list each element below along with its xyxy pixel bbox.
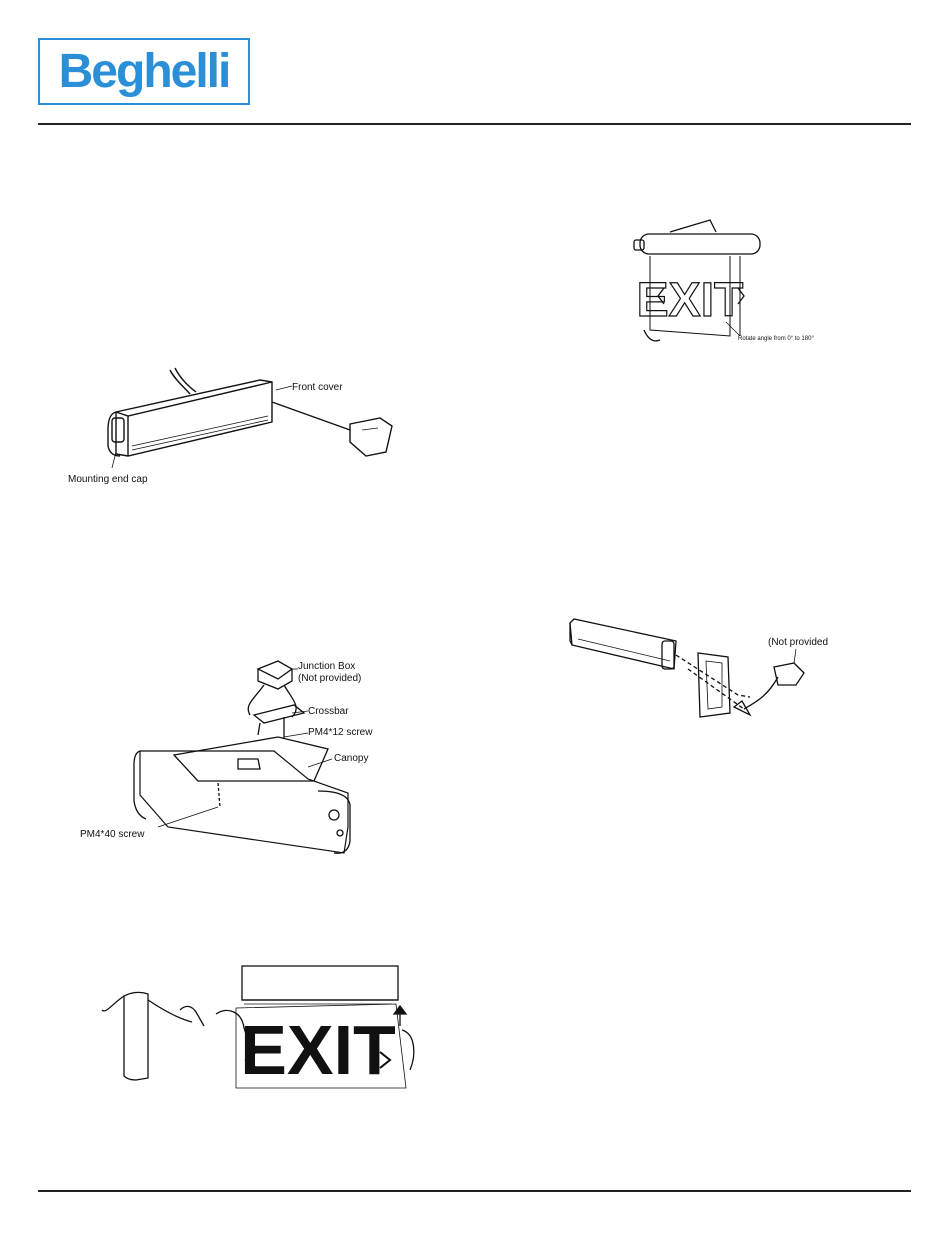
label-wall-not-provided: (Not provided) (768, 637, 828, 648)
label-canopy: Canopy (334, 753, 368, 764)
footer-divider (38, 1190, 911, 1192)
label-crossbar: Crossbar (308, 706, 349, 717)
label-rotate-angle: Rotate angle from 0° to 180° (738, 336, 814, 342)
brand-logo-text: Beghelli (59, 48, 230, 96)
figure-wall-mount: (Not provided) (558, 605, 828, 725)
header-divider (38, 123, 911, 125)
figure-rotate-sign: EXIT Rotate angle from 0° to 180° (630, 212, 830, 352)
figure-junction-box-mount: Junction Box (Not provided) Crossbar PM4… (78, 655, 408, 865)
label-junction-box-not-provided: (Not provided) (298, 673, 361, 684)
figure-front-cover: Front cover Mounting end cap (50, 360, 410, 490)
label-screw-large: PM4*40 screw (80, 829, 145, 840)
panel-insert-exit-text: EXIT (240, 1011, 396, 1089)
label-junction-box: Junction Box (298, 661, 355, 672)
rotate-sign-exit-text: EXIT (637, 274, 744, 327)
label-front-cover: Front cover (292, 382, 343, 393)
figure-panel-insert: EXIT (96, 960, 416, 1090)
brand-logo: Beghelli (38, 38, 250, 105)
label-mounting-end-cap: Mounting end cap (68, 474, 148, 485)
label-screw-small: PM4*12 screw (308, 727, 373, 738)
